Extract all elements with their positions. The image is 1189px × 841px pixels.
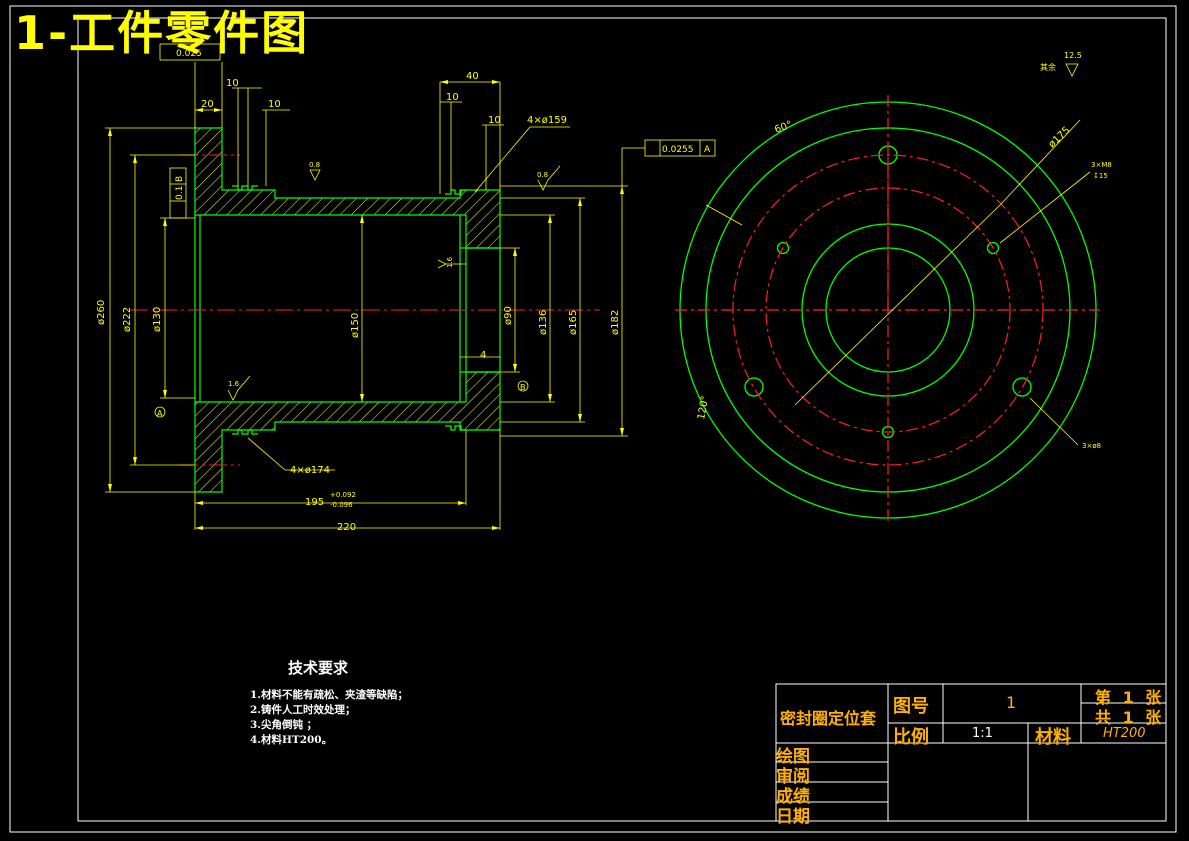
roughness-125: 12.5	[1064, 51, 1082, 60]
dim-150: ø150	[350, 313, 361, 338]
tap-hole-right	[986, 241, 1000, 255]
roughness-16b: 1.6	[446, 256, 454, 268]
scale-value: 1:1	[972, 726, 993, 741]
dim-90: ø90	[503, 306, 514, 325]
material-value: HT200	[1103, 726, 1146, 741]
dim-222: ø222	[122, 307, 133, 332]
part-name: 密封圈定位套	[780, 709, 877, 728]
angle-120-label: 120°	[696, 395, 711, 421]
technical-requirements: 技术要求 1.材料不能有疏松、夹渣等缺陷； 2.铸件人工时效处理； 3.尖角倒钝…	[250, 657, 408, 748]
tap-hole-left	[776, 241, 790, 255]
roughness-08b: 0.8	[537, 171, 548, 179]
thread-depth-label: ↧15	[1093, 172, 1108, 180]
parallel-datum: B	[175, 176, 185, 182]
scale-label: 比例	[893, 727, 929, 748]
parallel-value: 0.1	[175, 186, 185, 200]
thread-m8-label: 3×M8	[1091, 161, 1112, 169]
row-date: 日期	[776, 807, 810, 827]
bolt-hole-right	[1012, 377, 1032, 397]
roughness-16a: 1.6	[228, 380, 240, 388]
section-view: 20 10 10 40 10 10 4×ø159 4×ø174 4 195 +0…	[96, 43, 1082, 533]
angle-60-label: 60°	[773, 119, 793, 135]
dim-195-tol-up: +0.092	[330, 491, 356, 499]
dim-260: ø260	[96, 300, 107, 325]
dim-10-mid: 10	[268, 99, 281, 110]
tech-item: 1.材料不能有疏松、夹渣等缺陷；	[250, 689, 408, 701]
dim-136: ø136	[538, 310, 549, 335]
roughness-rest: 其余	[1040, 62, 1056, 72]
page-heading: 1-工件零件图	[14, 6, 310, 60]
dim-4x174: 4×ø174	[290, 465, 330, 476]
sheet-total: 共 1 张	[1095, 708, 1165, 727]
material-label: 材料	[1035, 727, 1071, 748]
hole-d8-label: 3×ø8	[1082, 442, 1101, 450]
roughness-08a: 0.8	[309, 161, 320, 169]
concentric-value: 0.025	[176, 49, 202, 59]
bolt-hole-left	[744, 377, 764, 397]
top-flange-section	[194, 127, 501, 249]
dim-165: ø165	[568, 310, 579, 335]
dim-10a: 10	[226, 78, 239, 89]
drawing-no-label: 图号	[893, 696, 929, 717]
drawing-frame-outer	[9, 5, 1177, 833]
dim-4: 4	[480, 350, 486, 361]
datum-a-label: A	[157, 409, 163, 418]
bottom-flange-section	[194, 371, 501, 493]
dim-10c: 10	[488, 115, 501, 126]
row-reviewed: 审阅	[776, 767, 810, 787]
tech-item: 2.铸件人工时效处理；	[250, 704, 356, 716]
row-grade: 成绩	[776, 787, 810, 807]
sheet-number: 第 1 张	[1095, 688, 1165, 707]
row-drawn: 绘图	[776, 747, 810, 767]
dim-195-tol-down: -0.096	[330, 501, 353, 509]
tech-item: 4.材料HT200。	[250, 734, 333, 746]
drawing-frame-inner	[77, 17, 1167, 822]
dim-4x159: 4×ø159	[527, 115, 567, 126]
end-view: 60° 120° ø175 3×M8 ↧15 3×ø8	[675, 95, 1112, 522]
drawing-no-value: 1	[1006, 693, 1017, 712]
dim-130: ø130	[152, 307, 163, 332]
title-block-lines	[775, 664, 1167, 822]
dim-20: 20	[201, 99, 214, 110]
dim-220: 220	[337, 522, 356, 533]
dim-175: ø175	[1047, 125, 1073, 150]
runout-datum: A	[704, 145, 711, 155]
dim-195: 195	[305, 497, 324, 508]
dim-40: 40	[466, 71, 479, 82]
tech-requirements-title: 技术要求	[288, 659, 349, 677]
runout-value: 0.0255	[662, 145, 694, 155]
dim-10b: 10	[446, 92, 459, 103]
datum-b-label: B	[520, 383, 526, 392]
dim-182: ø182	[610, 310, 621, 335]
tech-item: 3.尖角倒钝 ；	[250, 719, 318, 731]
